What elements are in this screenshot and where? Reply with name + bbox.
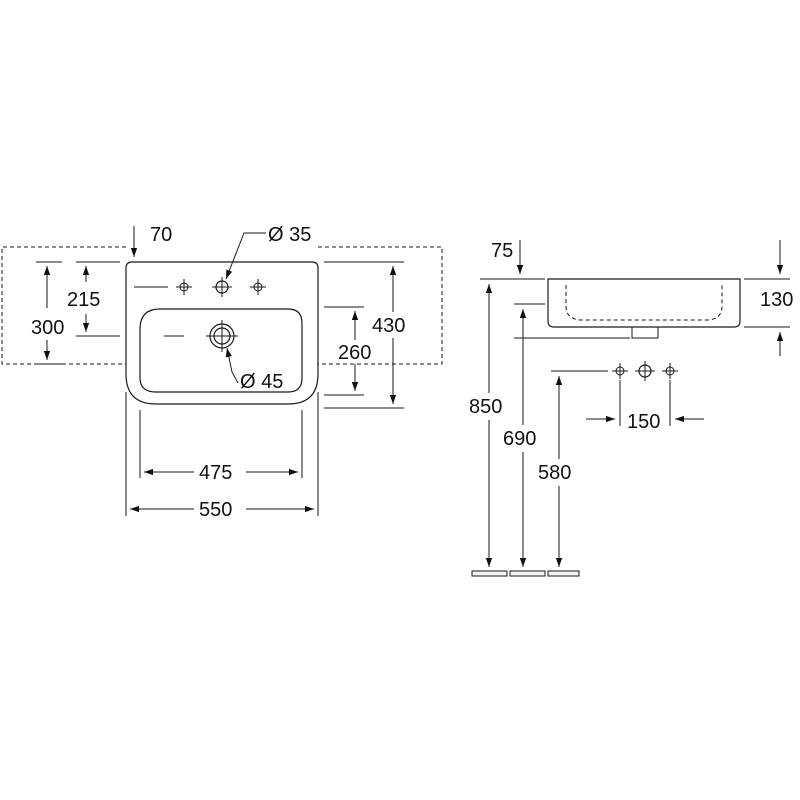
dim-75-label: 75 [491, 240, 513, 262]
front-view: 70 Ø 35 215 300 430 260 Ø 45 [1, 224, 443, 521]
side-view: 75 130 850 690 580 [469, 240, 793, 577]
floor-block-2 [509, 570, 546, 577]
dim-580-label: 580 [538, 462, 571, 484]
side-bowl-hidden [565, 285, 723, 321]
dim-215-label: 215 [67, 289, 100, 311]
dim-475-label: 475 [199, 462, 232, 484]
dim-150-label: 150 [627, 411, 660, 433]
floor-block-1 [471, 570, 508, 577]
dim-690-label: 690 [503, 428, 536, 450]
dim-260-label: 260 [338, 342, 371, 364]
dim-dia35-label: Ø 35 [268, 224, 311, 246]
leader-dia35 [225, 232, 266, 280]
dim-70-label: 70 [150, 224, 172, 246]
outlet-right [662, 363, 678, 379]
drain-hole [206, 320, 238, 352]
dim-550-label: 550 [199, 499, 232, 521]
dim-430-label: 430 [372, 315, 405, 337]
outlet-left [612, 363, 628, 379]
basin-outline [125, 261, 319, 405]
basin-bowl [139, 308, 303, 393]
dim-dia45-label: Ø 45 [240, 371, 283, 393]
dim-850-label: 850 [469, 396, 502, 418]
side-spigot [631, 327, 659, 339]
dim-300-label: 300 [31, 317, 64, 339]
tap-hole-left [176, 279, 192, 295]
side-basin-outline [547, 278, 741, 328]
wall-outline-right [318, 246, 443, 365]
tap-hole-right [250, 279, 266, 295]
dim-130-label: 130 [760, 289, 793, 311]
floor-block-3 [547, 570, 580, 577]
wall-outline [1, 246, 126, 365]
tap-hole-center [212, 277, 232, 297]
outlet-center [635, 361, 655, 381]
leader-dia45 [225, 347, 239, 384]
